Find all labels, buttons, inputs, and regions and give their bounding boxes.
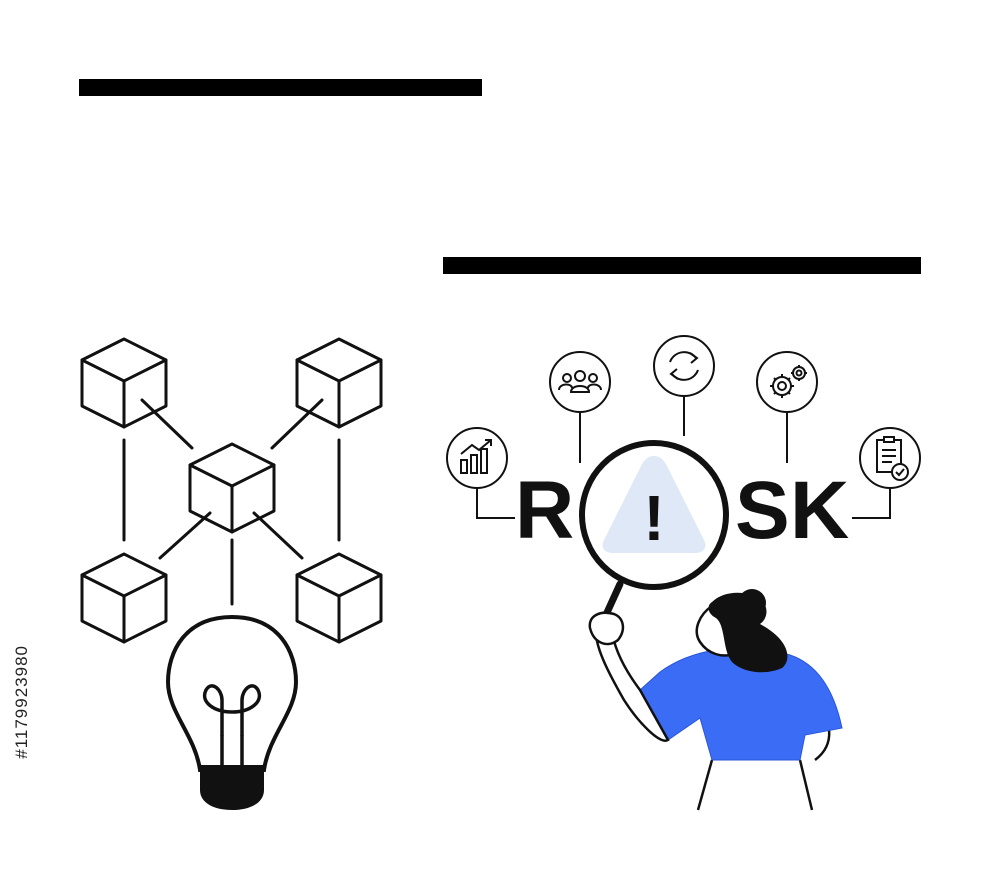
lightbulb-icon <box>165 614 299 810</box>
risk-letter-r: R <box>515 465 574 556</box>
warning-triangle-icon: ! <box>602 456 706 554</box>
stock-image-id: #1179923980 <box>12 645 31 759</box>
magnifier-icon: ! <box>579 440 729 632</box>
person-figure <box>588 589 843 811</box>
icon-connectors <box>476 396 891 519</box>
bar-chart-icon <box>446 427 508 489</box>
checklist-icon <box>859 427 921 489</box>
right-header-bar <box>443 257 921 274</box>
blockchain-cube-icon <box>295 337 383 429</box>
warning-exclamation: ! <box>643 482 664 554</box>
blockchain-cube-icon <box>80 552 168 644</box>
gears-icon <box>756 351 818 413</box>
blockchain-cube-icon <box>188 442 276 534</box>
risk-letter-s: S <box>735 465 790 556</box>
refresh-icon <box>653 335 715 397</box>
risk-letter-k: K <box>790 465 849 556</box>
blockchain-cube-icon <box>80 337 168 429</box>
blockchain-network <box>80 337 383 644</box>
network-connections <box>122 398 341 606</box>
team-icon <box>549 351 611 413</box>
blockchain-cube-icon <box>295 552 383 644</box>
left-header-bar <box>79 79 482 96</box>
